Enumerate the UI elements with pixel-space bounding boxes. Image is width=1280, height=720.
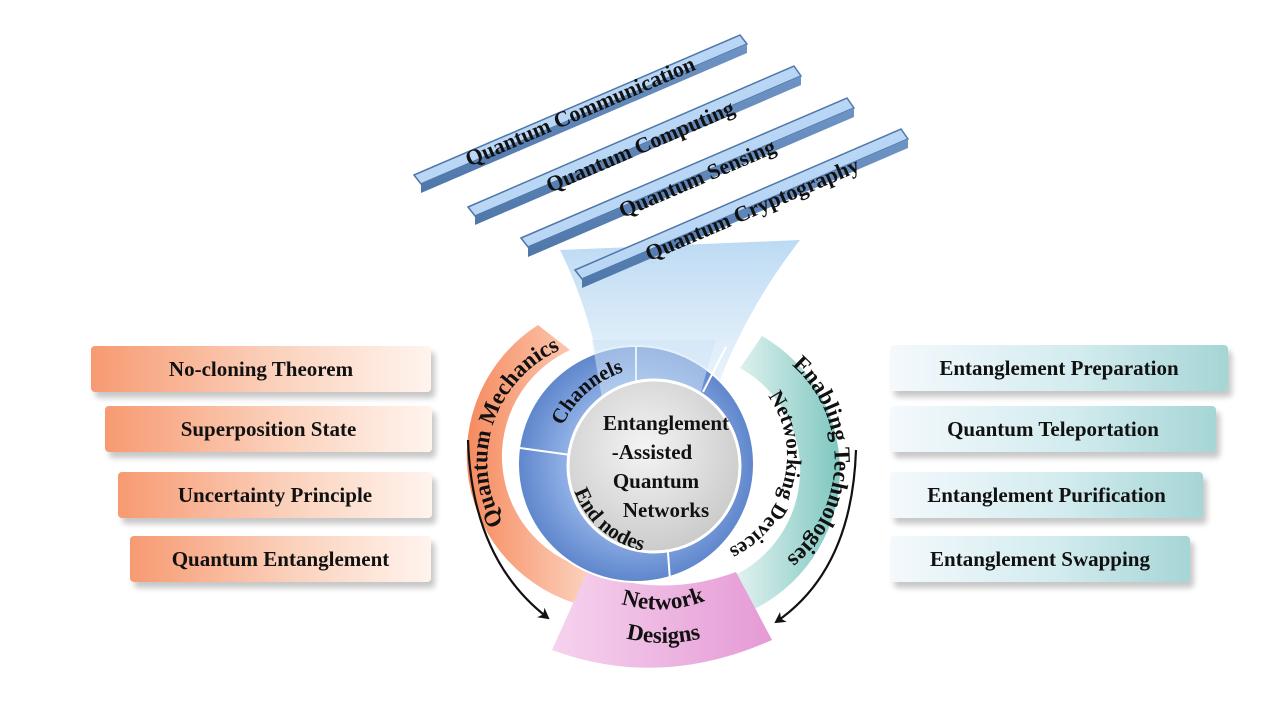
center-label-line: Networks (623, 498, 709, 522)
technology-entanglement-preparation: Entanglement Preparation (890, 345, 1228, 391)
segment-enabling-technologies (731, 336, 840, 612)
segment-quantum-mechanics (466, 325, 596, 606)
application-label: Quantum Communication (461, 51, 698, 171)
ring-divider (702, 346, 727, 393)
principle-label: No-cloning Theorem (168, 356, 354, 381)
technology-label: Entanglement Preparation (939, 355, 1179, 380)
principle-uncertainty-principle: Uncertainty Principle (118, 472, 432, 518)
technology-entanglement-purification: Entanglement Purification (890, 472, 1203, 518)
technology-label: Quantum Teleportation (947, 416, 1159, 441)
technology-quantum-teleportation: Quantum Teleportation (890, 406, 1216, 452)
technology-entanglement-swapping: Entanglement Swapping (890, 536, 1190, 582)
center-label-line: -Assisted (612, 440, 693, 464)
left-arrow (466, 439, 550, 620)
principle-label: Quantum Entanglement (171, 546, 390, 571)
principle-no-cloning-theorem: No-cloning Theorem (91, 346, 431, 392)
principle-quantum-entanglement: Quantum Entanglement (130, 536, 431, 582)
outer-label-network-designs: Designs (625, 619, 702, 648)
segment-network-designs (552, 570, 772, 668)
right-arrow (774, 449, 858, 624)
principle-label: Uncertainty Principle (177, 482, 373, 507)
principle-label: Superposition State (180, 416, 357, 441)
center-label-line: Entanglement (603, 411, 729, 435)
center-circle (566, 378, 742, 554)
principle-superposition-state: Superposition State (105, 406, 432, 452)
technology-label: Entanglement Purification (927, 482, 1166, 507)
center-label-line: Quantum (613, 469, 700, 493)
technology-label: Entanglement Swapping (930, 546, 1150, 571)
